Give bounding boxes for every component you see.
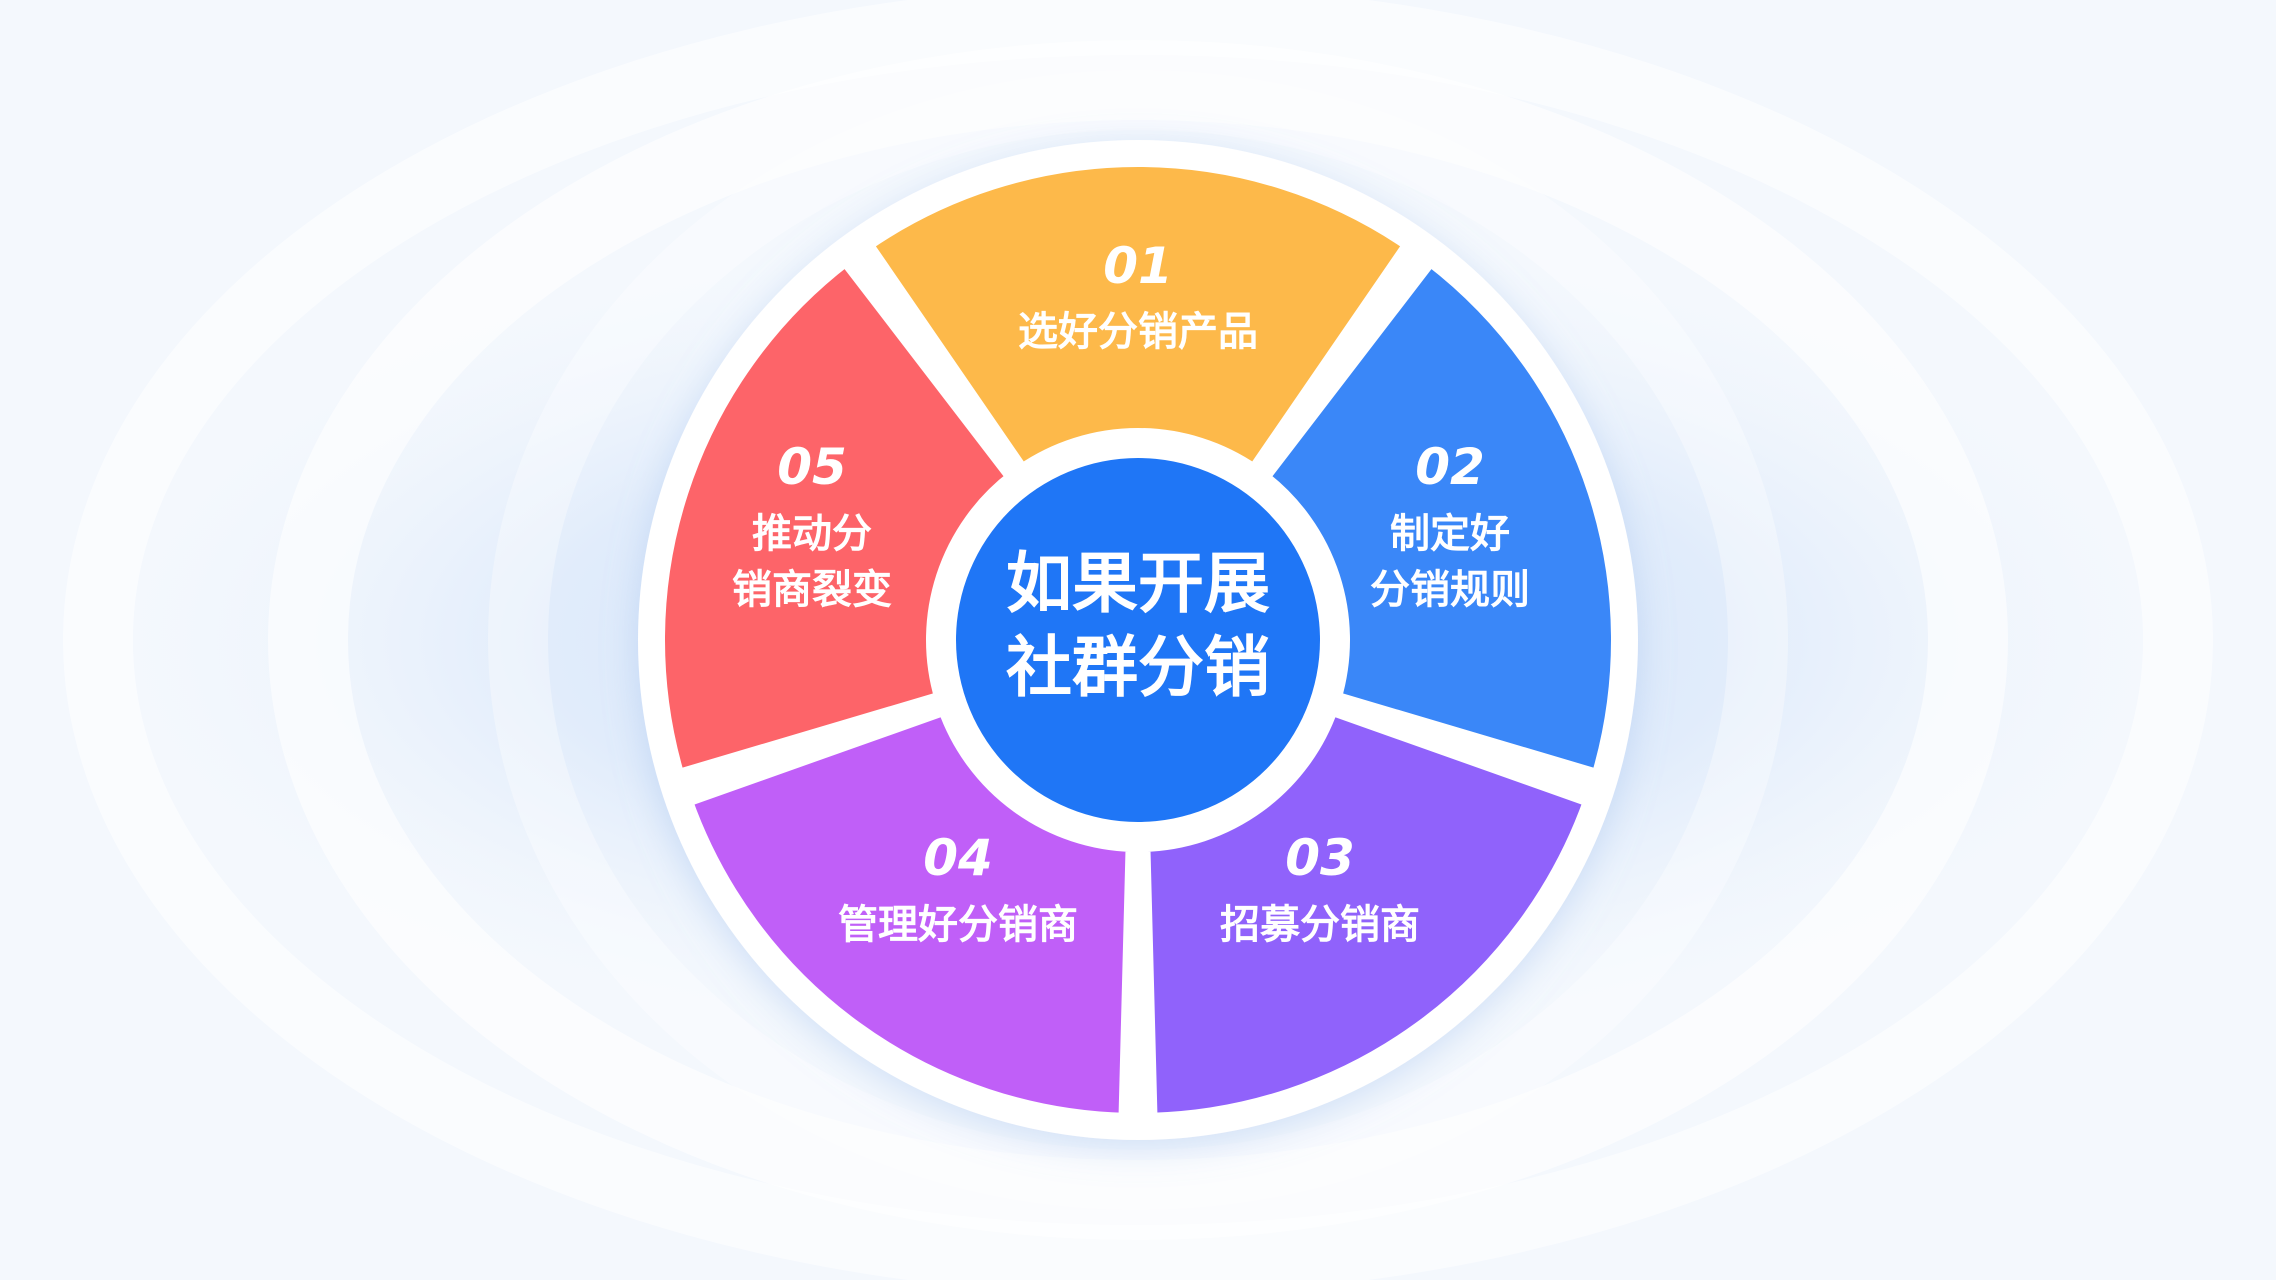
- segment-05-label-line1: 推动分: [752, 511, 872, 557]
- segment-05-label-line2: 销商裂变: [732, 567, 892, 613]
- segment-03-label-line1: 招募分销商: [1220, 902, 1420, 948]
- segment-04-label-line1: 管理好分销商: [838, 902, 1078, 948]
- center-circle: [956, 458, 1320, 822]
- segment-05-number: 05: [777, 438, 847, 496]
- segment-03: [1136, 701, 1598, 1127]
- segment-03-number: 03: [1285, 829, 1355, 887]
- segment-01-number: 01: [1103, 237, 1173, 295]
- segment-05: [651, 252, 1021, 784]
- segment-02: [1255, 252, 1625, 784]
- segment-02-label-line2: 分销规则: [1370, 567, 1530, 613]
- segment-02-label-line1: 制定好: [1390, 511, 1510, 557]
- segments-group: [651, 152, 1625, 1127]
- segment-02-number: 02: [1415, 438, 1485, 496]
- center-title-line1: 如果开展: [1006, 545, 1270, 622]
- center-title-line2: 社群分销: [1006, 629, 1270, 706]
- segment-01: [859, 152, 1417, 479]
- segment-04-number: 04: [923, 829, 993, 887]
- segment-04: [678, 701, 1140, 1127]
- segment-01-label-line1: 选好分销产品: [1018, 309, 1258, 355]
